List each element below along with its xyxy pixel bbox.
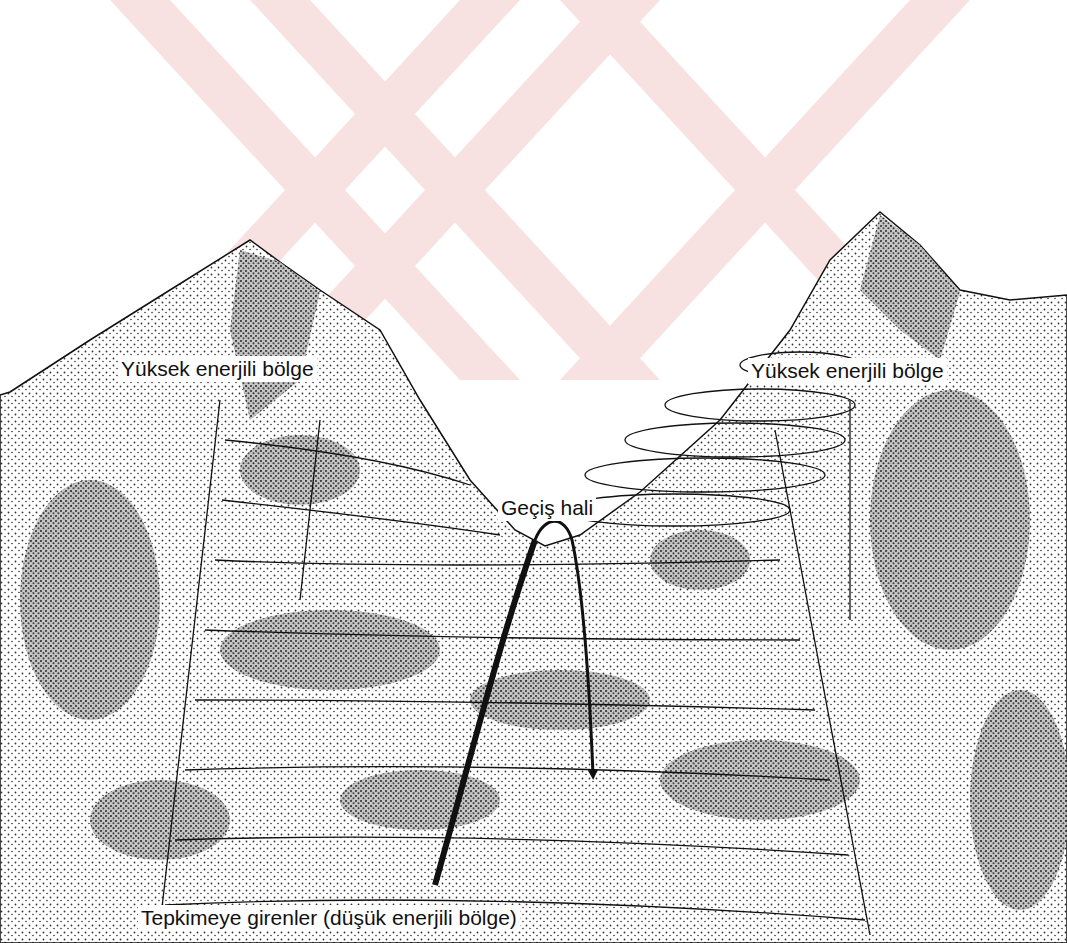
region-label: Yüksek enerjili bölge bbox=[118, 356, 317, 382]
region-label: Yüksek enerjili bölge bbox=[748, 358, 947, 384]
terrain-shading bbox=[20, 215, 1067, 910]
reaction-path bbox=[435, 540, 535, 885]
reaction-path bbox=[535, 521, 593, 775]
grid-lines bbox=[160, 352, 870, 935]
region-label: Tepkimeye girenler (düşük enerjili bölge… bbox=[138, 905, 520, 931]
state-label: Geçiş hali bbox=[498, 495, 596, 521]
terrain bbox=[0, 212, 1067, 943]
